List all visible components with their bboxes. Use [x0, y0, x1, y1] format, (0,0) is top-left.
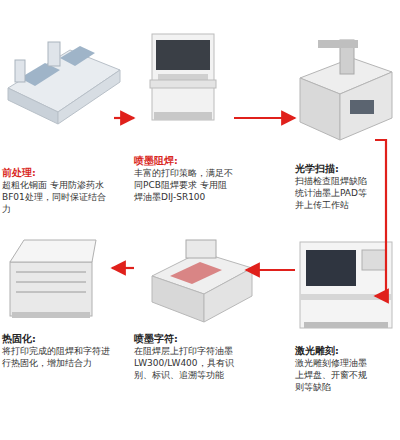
- step-title: 喷墨阻焊:: [134, 155, 234, 167]
- inkjet-printer: [150, 34, 216, 120]
- flow-arrow: [246, 269, 295, 271]
- laser-engraver: [300, 242, 392, 328]
- step-description: 丰富的打印策略，满足不同PCB阻焊要求 专用阻焊油墨DIJ-SR100: [134, 167, 234, 203]
- legend-printer: [152, 240, 252, 322]
- step-title: 热固化:: [2, 333, 112, 345]
- process-step: 热固化:将打印完成的阻焊和字符进行热固化，增加结合力: [2, 235, 112, 395]
- step-title: 前处理:: [2, 167, 114, 179]
- step-text: 光学扫描:扫描检查阻焊缺陷 统计油墨上PAD等并上传工作站: [295, 163, 375, 211]
- step-description: 超粗化铜面 专用防渗药水BF01处理，同时保证结合力: [2, 179, 114, 215]
- process-step: 喷墨阻焊:丰富的打印策略，满足不同PCB阻焊要求 专用阻焊油墨DIJ-SR100: [134, 25, 234, 220]
- step-description: 激光雕刻修理油墨上焊盘、开窗不规则等缺陷: [295, 357, 375, 393]
- process-step: 前处理:超粗化铜面 专用防渗药水BF01处理，同时保证结合力: [2, 35, 114, 220]
- step-text: 喷墨阻焊:丰富的打印策略，满足不同PCB阻焊要求 专用阻焊油墨DIJ-SR100: [134, 155, 234, 203]
- process-step: 激光雕刻:激光雕刻修理油墨上焊盘、开窗不规则等缺陷: [295, 235, 375, 405]
- pretreatment-line: [8, 42, 120, 124]
- step-text: 前处理:超粗化铜面 专用防渗药水BF01处理，同时保证结合力: [2, 167, 114, 215]
- flow-arrow: [234, 117, 295, 119]
- flow-arrow: [114, 117, 134, 119]
- flow-arrow: [375, 140, 386, 296]
- step-description: 将打印完成的阻焊和字符进行热固化，增加结合力: [2, 345, 112, 369]
- step-description: 扫描检查阻焊缺陷 统计油墨上PAD等并上传工作站: [295, 175, 375, 211]
- process-step: 喷墨字符:在阻焊层上打印字符油墨LW300/LW400，具有识别、标识、追溯等功…: [134, 235, 246, 405]
- step-text: 激光雕刻:激光雕刻修理油墨上焊盘、开窗不规则等缺陷: [295, 345, 375, 393]
- process-step: 光学扫描:扫描检查阻焊缺陷 统计油墨上PAD等并上传工作站: [295, 35, 375, 215]
- step-title: 喷墨字符:: [134, 333, 246, 345]
- optical-scanner: [300, 40, 392, 140]
- step-text: 喷墨字符:在阻焊层上打印字符油墨LW300/LW400，具有识别、标识、追溯等功…: [134, 333, 246, 381]
- step-text: 热固化:将打印完成的阻焊和字符进行热固化，增加结合力: [2, 333, 112, 369]
- step-title: 激光雕刻:: [295, 345, 375, 357]
- step-title: 光学扫描:: [295, 163, 375, 175]
- step-description: 在阻焊层上打印字符油墨LW300/LW400，具有识别、标识、追溯等功能: [134, 345, 246, 381]
- flow-arrow: [112, 267, 134, 269]
- curing-oven: [10, 240, 96, 318]
